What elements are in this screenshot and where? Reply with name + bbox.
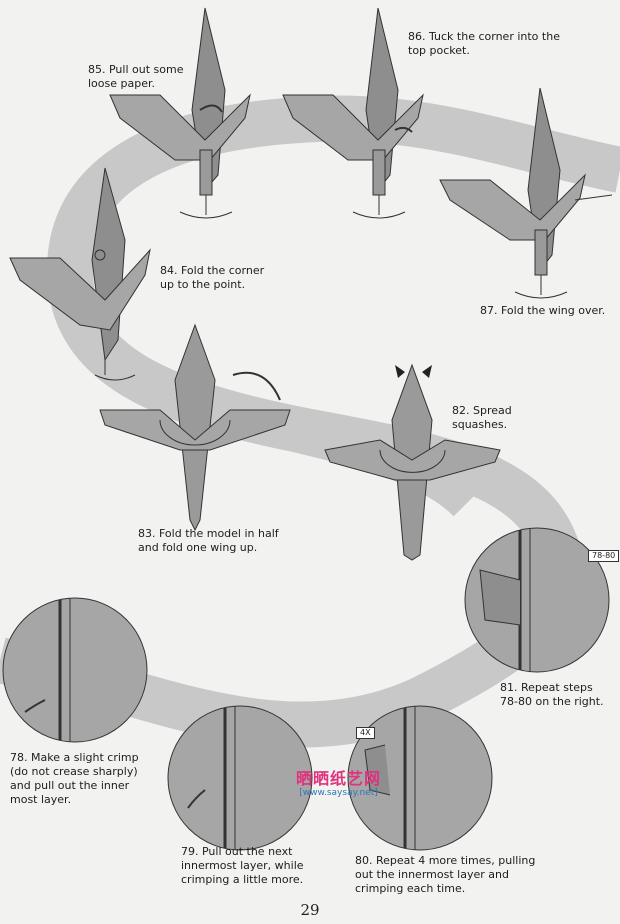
step-83-figure	[99, 323, 291, 532]
badge-4x: 4X	[356, 727, 375, 739]
step-86-figure	[282, 7, 424, 219]
page-number: 29	[300, 901, 320, 919]
step-78-figure	[2, 597, 148, 743]
step-87-text: 87. Fold the wing over.	[480, 304, 606, 317]
step-85-figure	[109, 7, 251, 219]
step-82-figure	[324, 363, 501, 561]
step-85-text: 85. Pull out some loose paper.	[88, 63, 184, 90]
step-80-text: 80. Repeat 4 more times, pulling out the…	[355, 854, 536, 895]
step-87-figure	[439, 87, 613, 299]
step-82-text: 82. Spread squashes.	[452, 404, 512, 431]
step-81-figure	[464, 527, 610, 673]
step-84-text: 84. Fold the corner up to the point.	[160, 264, 265, 291]
step-78-text: 78. Make a slight crimp (do not crease s…	[10, 751, 139, 806]
watermark-title: 晒晒纸艺网	[296, 769, 382, 788]
watermark: 晒晒纸艺网 [www.saysay.net]	[296, 770, 381, 799]
step-83-text: 83. Fold the model in half and fold one …	[138, 527, 279, 554]
step-81-text: 81. Repeat steps 78-80 on the right.	[500, 681, 604, 708]
step-79-figure	[167, 705, 313, 851]
watermark-url: [www.saysay.net]	[299, 788, 378, 798]
step-80-figure	[347, 705, 493, 851]
badge-78-80: 78-80	[588, 550, 620, 562]
step-86-text: 86. Tuck the corner into the top pocket.	[408, 30, 560, 57]
step-79-text: 79. Pull out the next innermost layer, w…	[181, 845, 304, 886]
step-84-figure	[9, 167, 151, 381]
